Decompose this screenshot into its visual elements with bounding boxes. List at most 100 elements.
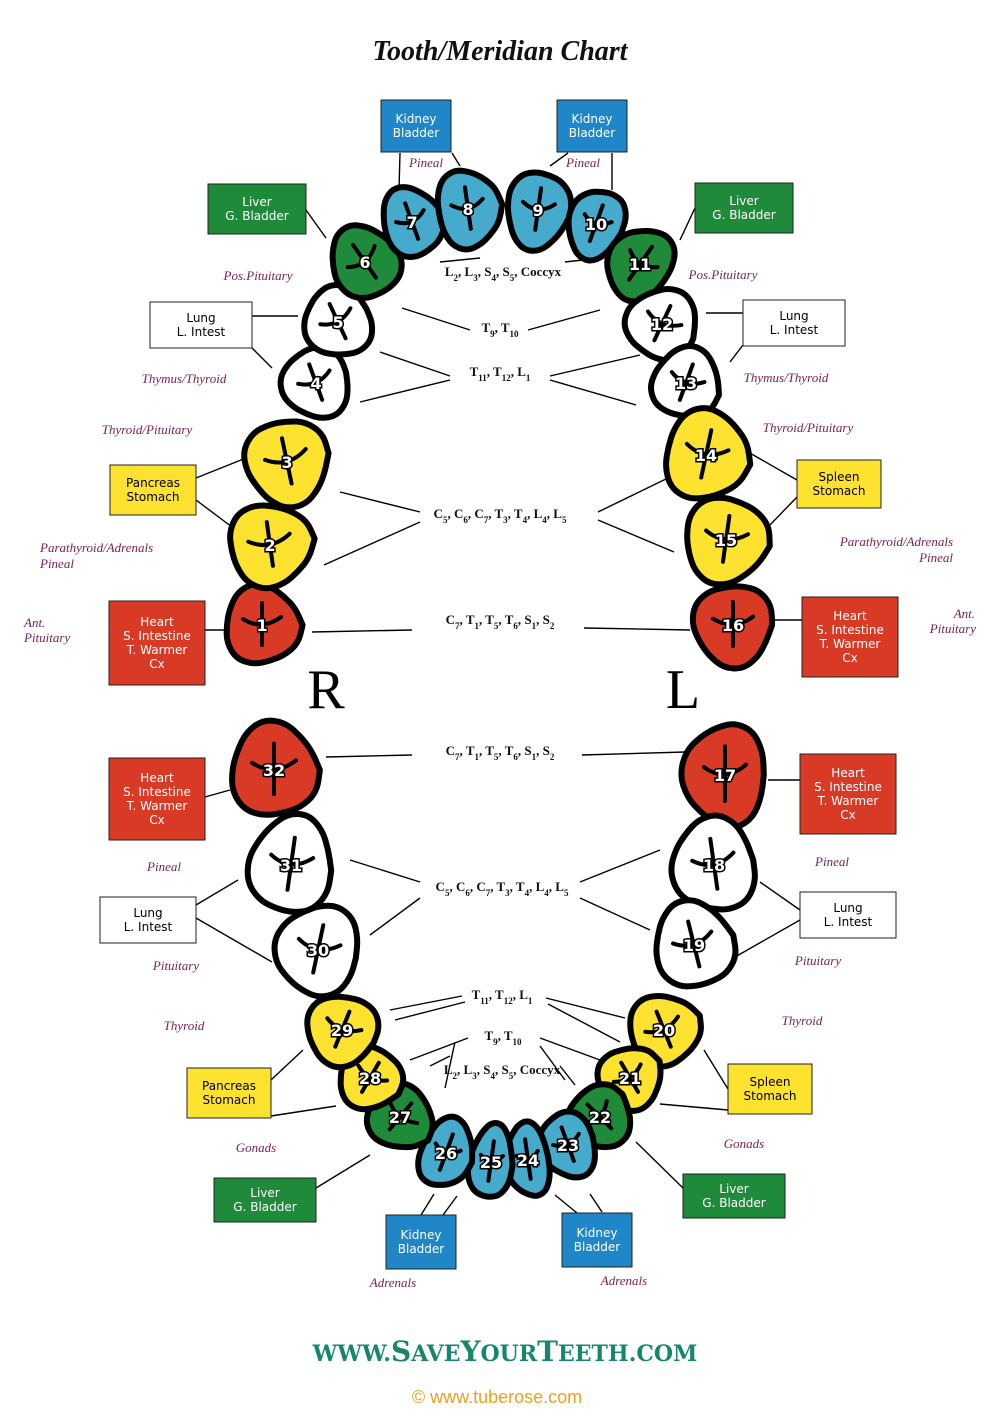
connector-line [204,789,231,798]
tooth-14: 14 [663,405,754,502]
tooth-18-fissure [690,836,736,891]
tooth-4-fissure [296,362,332,402]
organ-box-line: Liver [242,195,272,209]
vertebra-label-lower-t11: T11, T12, L1 [472,987,533,1006]
organ-box-line: L. Intest [770,323,819,337]
connector-line [583,627,691,631]
connector-line [442,1195,458,1216]
tooth-18-number: 18 [703,856,725,875]
organ-box-line: Cx [149,813,164,827]
organ-box-line: T. Warmer [126,799,188,813]
vertebra-label-upper-t11: T11, T12, L1 [470,364,531,383]
tooth-19-fissure [670,919,714,969]
vertebra-label-upper-t9: T9, T10 [481,320,519,339]
organ-box-background [556,99,628,153]
gland-pineal-upper-left: Pineal [565,155,600,170]
gland-gonads-lower-right: Gonads [236,1140,276,1155]
connector-line [311,629,413,633]
connector-line [359,379,451,403]
connector-line [759,881,801,911]
organ-box-line: G. Bladder [225,209,288,223]
connector-line [195,879,239,906]
gland-thyroid-lower-left: Thyroid [782,1013,823,1028]
organ-box-line: Spleen [819,470,860,484]
connector-line [409,1037,469,1061]
connector-line [767,496,798,528]
tooth-29-number: 29 [331,1021,353,1040]
connector-line [554,1194,578,1214]
organ-box-line: G. Bladder [712,208,775,222]
tooth-2-fissure [246,520,292,568]
gland-pos-pituitary-right: Pos.Pituitary [223,268,293,283]
connector-line [729,344,744,363]
organ-box-line: Cx [840,808,855,822]
connector-line [545,997,626,1019]
tooth-14-fissure [684,428,731,480]
connector-line [659,1103,729,1111]
organ-box-background [108,600,206,686]
tooth-5-fissure [318,302,353,341]
tooth-2: 2 [227,502,318,592]
connector-line [579,849,661,883]
tooth-24-number: 24 [517,1151,539,1170]
connector-line [305,209,327,239]
gland-adrenals-lower-right: Adrenals [369,1275,416,1290]
gland-thyroid-pituitary-right: Thyroid/Pituitary [102,422,193,437]
tooth-17-number: 17 [714,766,736,785]
tooth-13-fissure [669,362,707,402]
gland-pos-pituitary-left: Pos.Pituitary [688,267,758,282]
gland-pineal-lower-left: Pineal [814,854,849,869]
gland-gonads-lower-left: Gonads [724,1136,764,1151]
organ-box-line: T. Warmer [817,794,879,808]
organ-box-line: S. Intestine [814,780,882,794]
tooth-15-fissure [704,514,751,564]
vertebra-label-lower-t9: T9, T10 [484,1028,522,1047]
tooth-23-number: 23 [557,1136,579,1155]
connector-line [389,995,463,1011]
connector-line [703,1049,729,1090]
connector-line [734,919,801,958]
organ-box-line: Spleen [750,1075,791,1089]
gland-pineal-upper-right: Pineal [408,155,443,170]
connector-line [420,1193,435,1216]
organ-box-line: Heart [140,615,174,629]
gland-pineal-lower-right: Pineal [146,859,181,874]
vertebra-label-upper-c5: C5, C6, C7, T3, T4, L4, L5 [434,506,567,525]
organ-box-background [682,1173,786,1219]
chart-title: Tooth/Meridian Chart [373,36,629,67]
organ-box-line: Pancreas [202,1079,256,1093]
organ-box-line: Liver [719,1182,749,1196]
gland-pineal-right-2: Pineal [39,556,74,571]
website-url[interactable]: WWW.SAVEYOURTEETH.COM [312,1335,698,1368]
organ-box-background [799,891,897,939]
organ-box-line: Lung [133,906,162,920]
connector-line [439,257,481,263]
connector-line [527,309,601,331]
connector-line [597,477,669,513]
gland-pituitary-lower-right: Pituitary [152,958,199,973]
vertebra-label-lower-c7: C7, T1, T5, T6, S1, S2 [446,743,555,762]
tooth-28-number: 28 [359,1069,381,1088]
organ-box-line: Kidney [577,1226,618,1240]
tooth-31: 31 [244,811,335,915]
tooth-11-number: 11 [629,255,651,274]
connector-line [195,457,247,479]
tooth-1-fissure [241,601,283,647]
organ-box-background [799,753,897,835]
tooth-32: 32 [229,717,323,818]
gland-labels: Pineal Pineal Pos.Pituitary Pos.Pituitar… [23,155,976,1290]
tooth-9-fissure [520,186,557,232]
gland-pituitary-right: Pituitary [23,630,70,645]
vertebra-label-lower-front: L2, L3, S4, S5, Coccyx [444,1062,561,1081]
organ-box-background [727,1063,813,1115]
tooth-30: 30 [271,902,361,1000]
tooth-3-number: 3 [281,453,292,472]
